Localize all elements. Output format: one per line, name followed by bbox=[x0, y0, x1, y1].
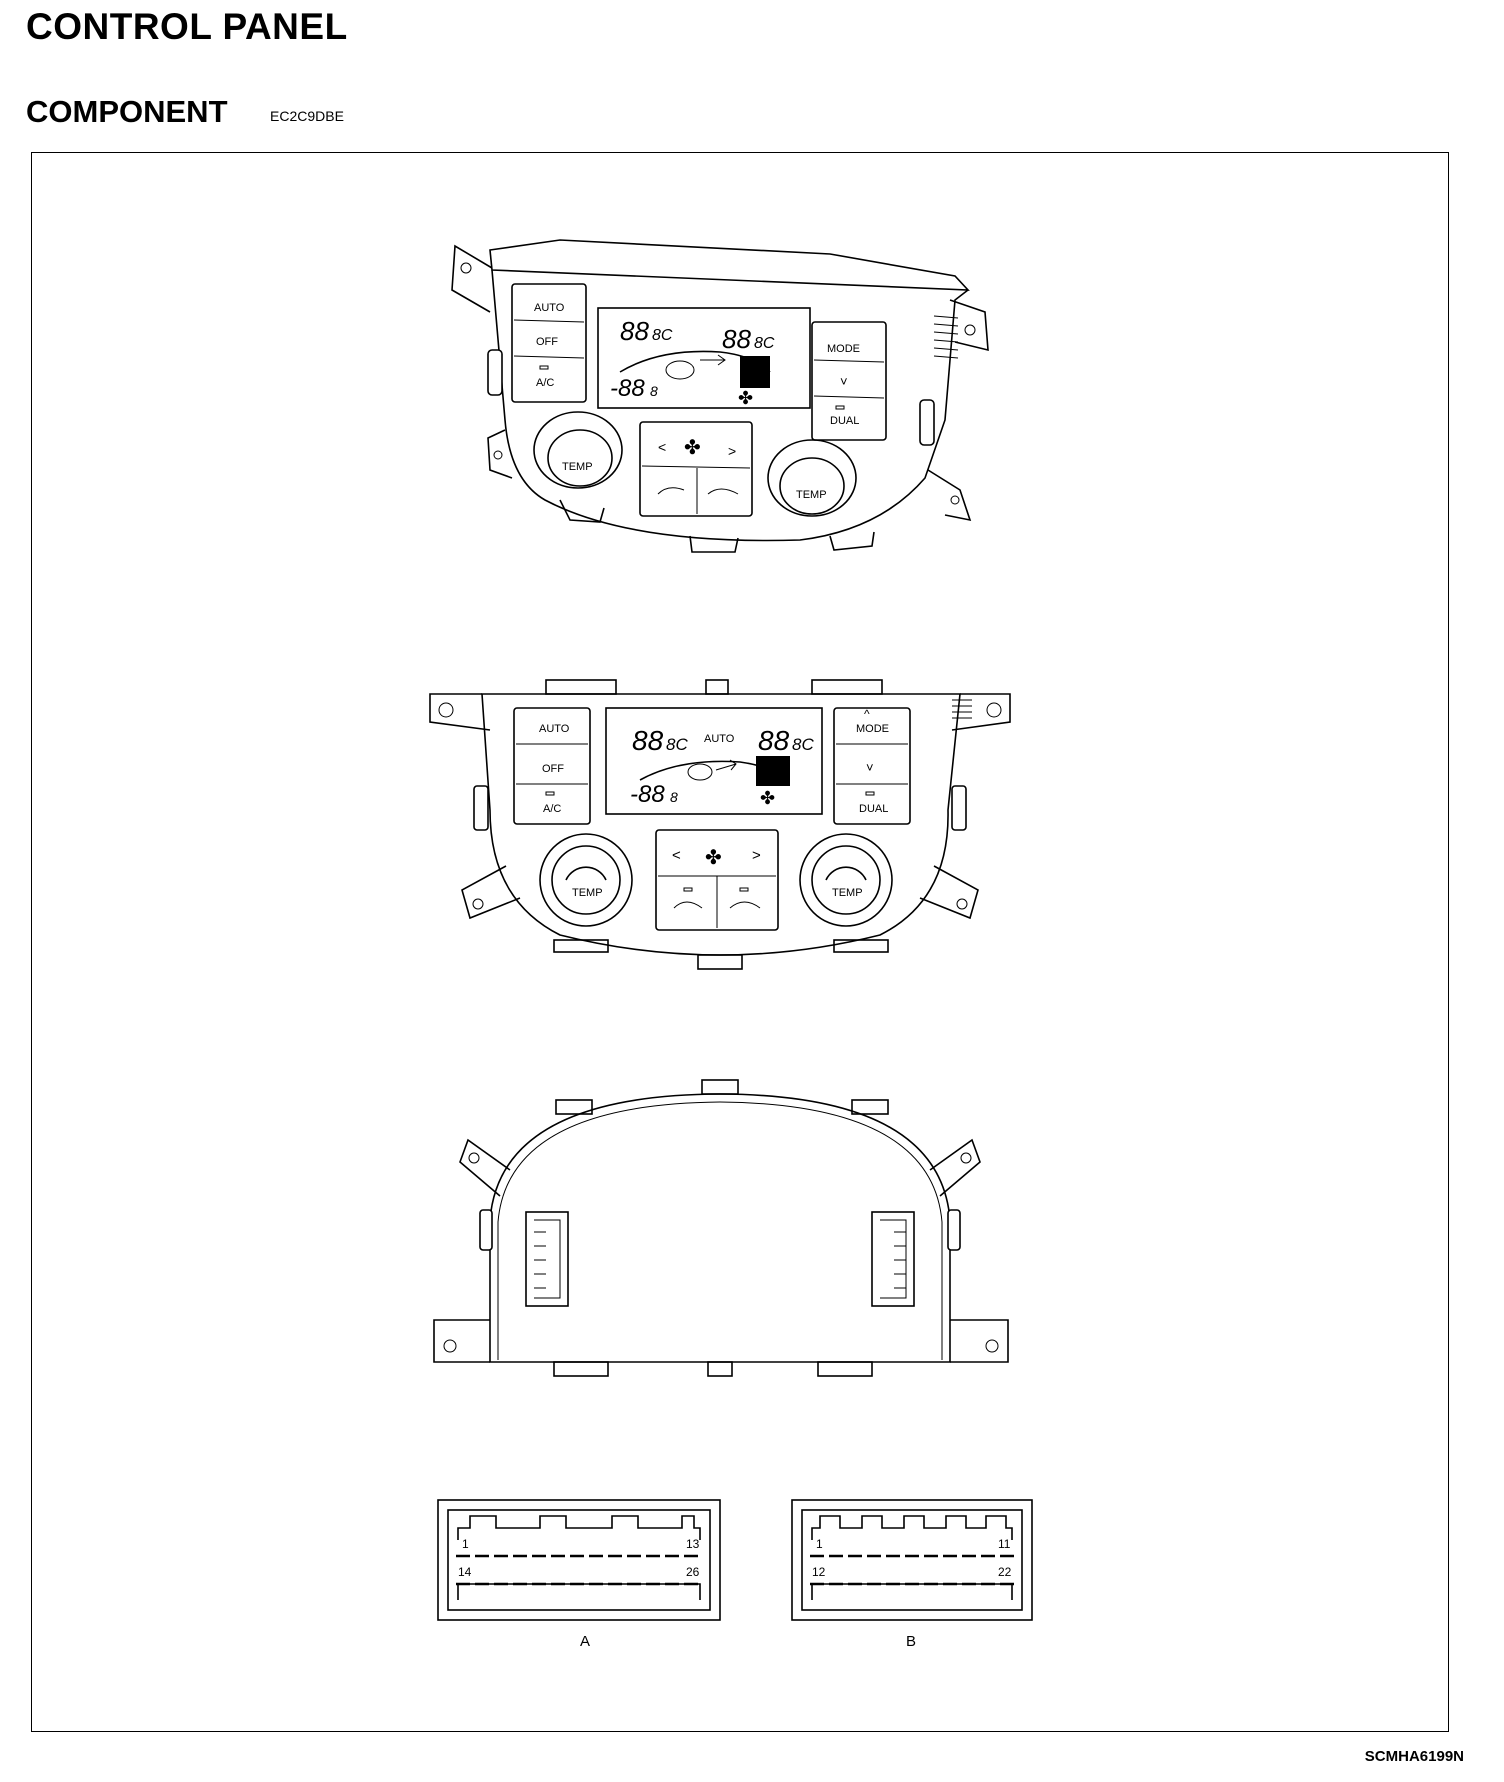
front-left-temp: 88 bbox=[632, 725, 664, 756]
connector-a-pin-14: 14 bbox=[458, 1565, 472, 1579]
figure-reference: SCMHA6199N bbox=[1364, 1748, 1464, 1765]
front-left-unit: 8C bbox=[666, 735, 688, 754]
perspective-fan-up: > bbox=[728, 443, 736, 459]
perspective-left-knob-label: TEMP bbox=[562, 461, 593, 473]
front-ac-label: A/C bbox=[543, 803, 561, 815]
connector-a-pin-13: 13 bbox=[686, 1537, 700, 1551]
front-windshield-indicator bbox=[756, 756, 790, 786]
connector-a-pin-1: 1 bbox=[462, 1537, 469, 1551]
perspective-off-label: OFF bbox=[536, 336, 558, 348]
front-defrost-icon bbox=[729, 901, 761, 909]
front-outside-temp: -88 bbox=[630, 781, 665, 808]
perspective-right-unit: 8C bbox=[754, 335, 775, 352]
connector-b-pin-1: 1 bbox=[816, 1537, 823, 1551]
connector-b-pin-11: 11 bbox=[998, 1537, 1011, 1551]
page-title: CONTROL PANEL bbox=[26, 6, 348, 47]
front-display-fan-icon: ✤ bbox=[760, 788, 775, 808]
front-right-knob-label: TEMP bbox=[832, 887, 863, 899]
connector-b-pin-22: 22 bbox=[998, 1565, 1012, 1579]
perspective-mode-label: MODE bbox=[827, 343, 860, 355]
perspective-view: AUTO OFF A/C 88 8C 88 8C -88 8 ✤ MODE ˅ … bbox=[451, 239, 989, 553]
perspective-windshield-indicator bbox=[740, 356, 770, 388]
perspective-display-fan-icon: ✤ bbox=[738, 388, 753, 408]
connector-b-pin-12: 12 bbox=[812, 1565, 826, 1579]
front-auto-indicator: AUTO bbox=[704, 733, 735, 745]
perspective-seat-icon bbox=[665, 360, 695, 380]
front-fan-down: < bbox=[672, 847, 681, 864]
connector-b-label: B bbox=[906, 1633, 916, 1650]
front-dual-label: DUAL bbox=[859, 803, 888, 815]
perspective-ac-label: A/C bbox=[536, 377, 554, 389]
front-off-label: OFF bbox=[542, 763, 564, 775]
front-outside-unit: 8 bbox=[670, 789, 678, 805]
perspective-left-temp-knob bbox=[533, 411, 623, 489]
perspective-left-unit: 8C bbox=[652, 327, 673, 344]
front-mode-arrow: ^ bbox=[864, 707, 870, 721]
perspective-right-temp: 88 bbox=[722, 324, 751, 354]
front-right-unit: 8C bbox=[792, 735, 814, 754]
perspective-fan-down: < bbox=[658, 439, 666, 455]
front-left-temp-knob bbox=[539, 833, 633, 927]
perspective-auto-label: AUTO bbox=[534, 302, 565, 314]
front-fan-icon: ✤ bbox=[705, 847, 722, 869]
front-recirc-icon bbox=[673, 901, 703, 909]
connector-a-label: A bbox=[580, 1633, 590, 1650]
perspective-right-knob-label: TEMP bbox=[796, 489, 827, 501]
front-seat-icon bbox=[687, 763, 713, 781]
front-view: AUTO OFF A/C 88 8C AUTO 88 8C -88 8 ✤ ^ … bbox=[429, 679, 1011, 970]
section-title: COMPONENT bbox=[26, 94, 228, 129]
connector-a-pin-26: 26 bbox=[686, 1565, 700, 1579]
perspective-right-temp-knob bbox=[767, 439, 857, 517]
front-right-temp-knob bbox=[799, 833, 893, 927]
section-code: EC2C9DBE bbox=[270, 108, 344, 124]
front-fan-up: > bbox=[752, 847, 761, 864]
rear-socket-b bbox=[871, 1211, 915, 1307]
perspective-defrost-icon bbox=[707, 488, 739, 495]
connector-a: 1 13 14 26 A bbox=[437, 1499, 721, 1650]
perspective-outside-unit: 8 bbox=[650, 383, 658, 399]
perspective-dual-label: DUAL bbox=[830, 415, 859, 427]
rear-view bbox=[433, 1079, 1009, 1377]
perspective-fan-icon: ✤ bbox=[684, 437, 701, 459]
front-right-temp: 88 bbox=[758, 725, 790, 756]
front-mode-label: MODE bbox=[856, 723, 889, 735]
perspective-outside-temp: -88 bbox=[610, 375, 645, 402]
connector-b: 1 11 12 22 B bbox=[791, 1499, 1033, 1650]
perspective-left-temp: 88 bbox=[620, 316, 649, 346]
front-auto-label: AUTO bbox=[539, 723, 570, 735]
figure-frame bbox=[31, 152, 1449, 1732]
rear-socket-a bbox=[525, 1211, 569, 1307]
perspective-down-label: ˅ bbox=[840, 374, 848, 389]
front-down-label: ˅ bbox=[866, 760, 874, 775]
perspective-recirc-icon bbox=[657, 487, 685, 495]
front-left-knob-label: TEMP bbox=[572, 887, 603, 899]
